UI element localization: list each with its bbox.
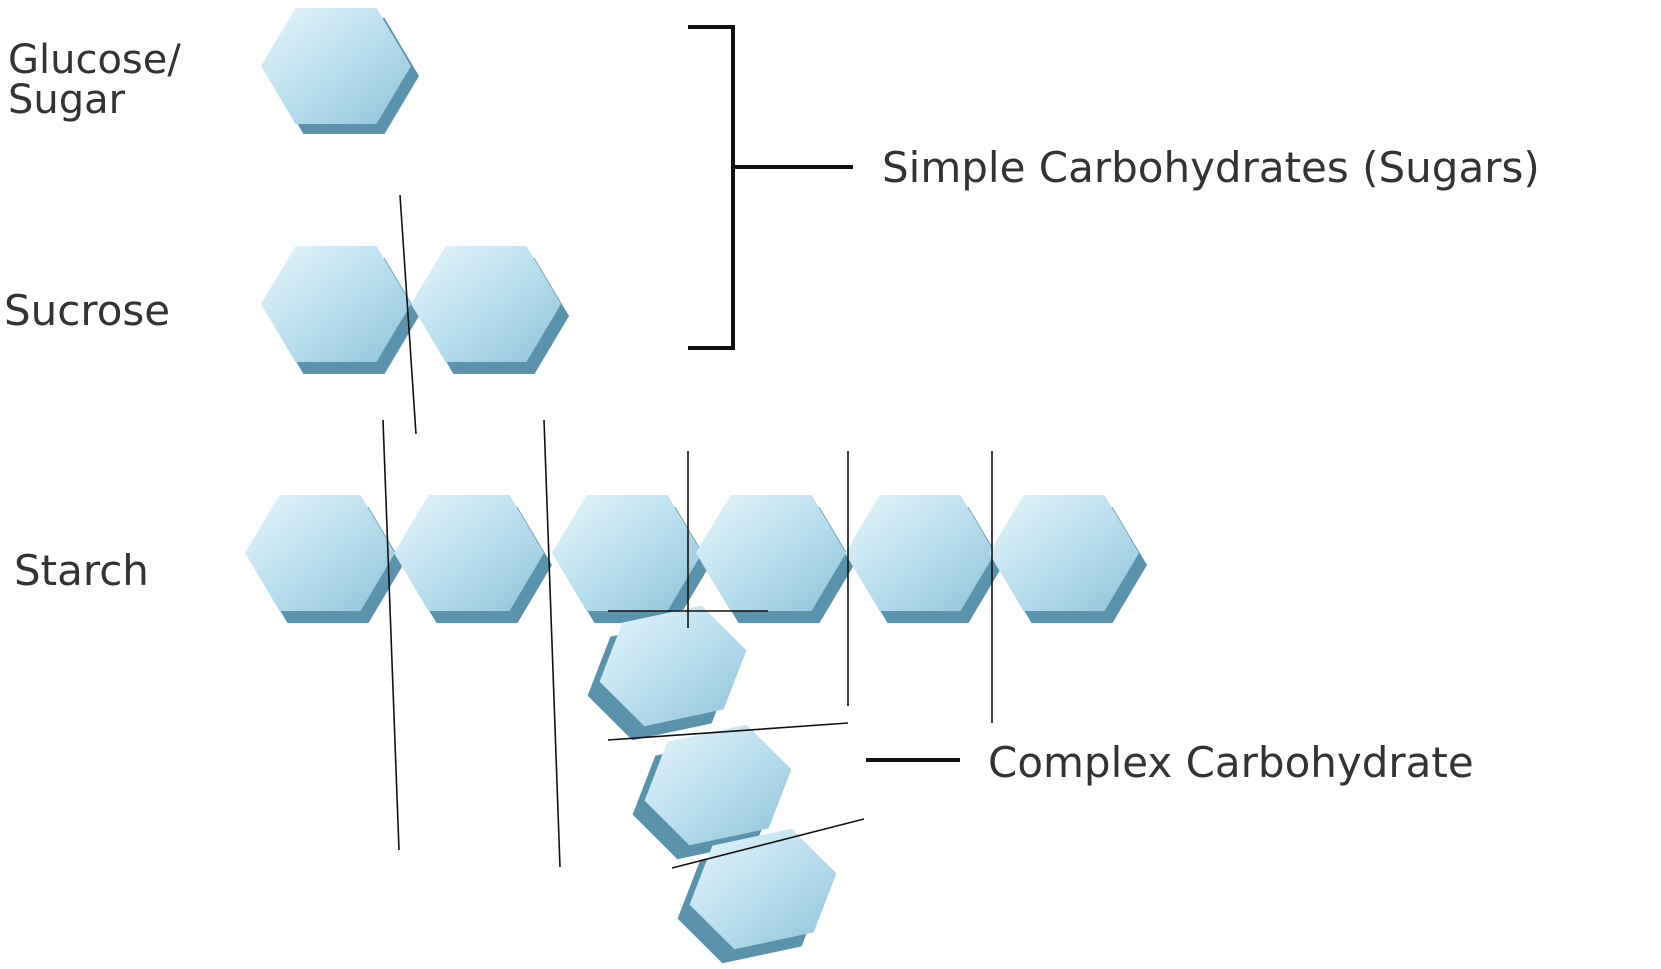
starch-branch-hexagon-3 bbox=[677, 828, 837, 964]
starch-hexagon-1-face bbox=[245, 495, 395, 611]
starch-hexagon-4-face bbox=[696, 495, 846, 611]
simple-carbs-bracket bbox=[688, 25, 853, 350]
starch-branch-hexagon-2-face bbox=[644, 724, 792, 846]
starch-hexagon-1 bbox=[245, 495, 403, 623]
sucrose-hexagon-1-face bbox=[261, 246, 411, 362]
starch-hexagon-2-face bbox=[394, 495, 544, 611]
hexagon-units bbox=[245, 8, 1147, 964]
sucrose-hexagon-2 bbox=[411, 246, 569, 374]
sucrose-hexagon-2-face bbox=[411, 246, 561, 362]
starch-hexagon-6-face bbox=[989, 495, 1139, 611]
cut-line-3 bbox=[543, 419, 561, 868]
starch-branch-hexagon-2 bbox=[632, 724, 792, 860]
starch-branch-hexagon-1 bbox=[587, 605, 747, 741]
starch-hexagon-2 bbox=[394, 495, 552, 623]
cut-lines bbox=[382, 194, 993, 869]
starch-hexagon-3-face bbox=[552, 495, 702, 611]
cut-line-1 bbox=[399, 194, 417, 435]
sucrose-hexagon-1 bbox=[261, 246, 419, 374]
starch-hexagon-6 bbox=[989, 495, 1147, 623]
complex-carbohydrate-label: Complex Carbohydrate bbox=[988, 738, 1474, 787]
simple-carbohydrates-label: Simple Carbohydrates (Sugars) bbox=[882, 143, 1540, 192]
glucose-hexagon-face bbox=[261, 8, 411, 124]
glucose-label: Glucose/ Sugar bbox=[8, 40, 181, 120]
bracket-shape bbox=[688, 25, 735, 350]
glucose-label-line2: Sugar bbox=[8, 77, 126, 123]
glucose-label-line1: Glucose/ bbox=[8, 37, 181, 83]
starch-branch-hexagon-3-face bbox=[689, 828, 837, 950]
sucrose-label: Sucrose bbox=[4, 286, 171, 335]
starch-branch-hexagon-1-face bbox=[599, 605, 747, 727]
starch-hexagon-5-face bbox=[845, 495, 995, 611]
starch-hexagon-4 bbox=[696, 495, 854, 623]
cut-line-8 bbox=[607, 722, 849, 741]
cut-line-9 bbox=[671, 818, 865, 869]
starch-hexagon-3 bbox=[552, 495, 710, 623]
starch-label: Starch bbox=[14, 546, 149, 595]
cut-line-2 bbox=[382, 419, 400, 851]
starch-hexagon-5 bbox=[845, 495, 1003, 623]
glucose-hexagon bbox=[261, 8, 419, 134]
